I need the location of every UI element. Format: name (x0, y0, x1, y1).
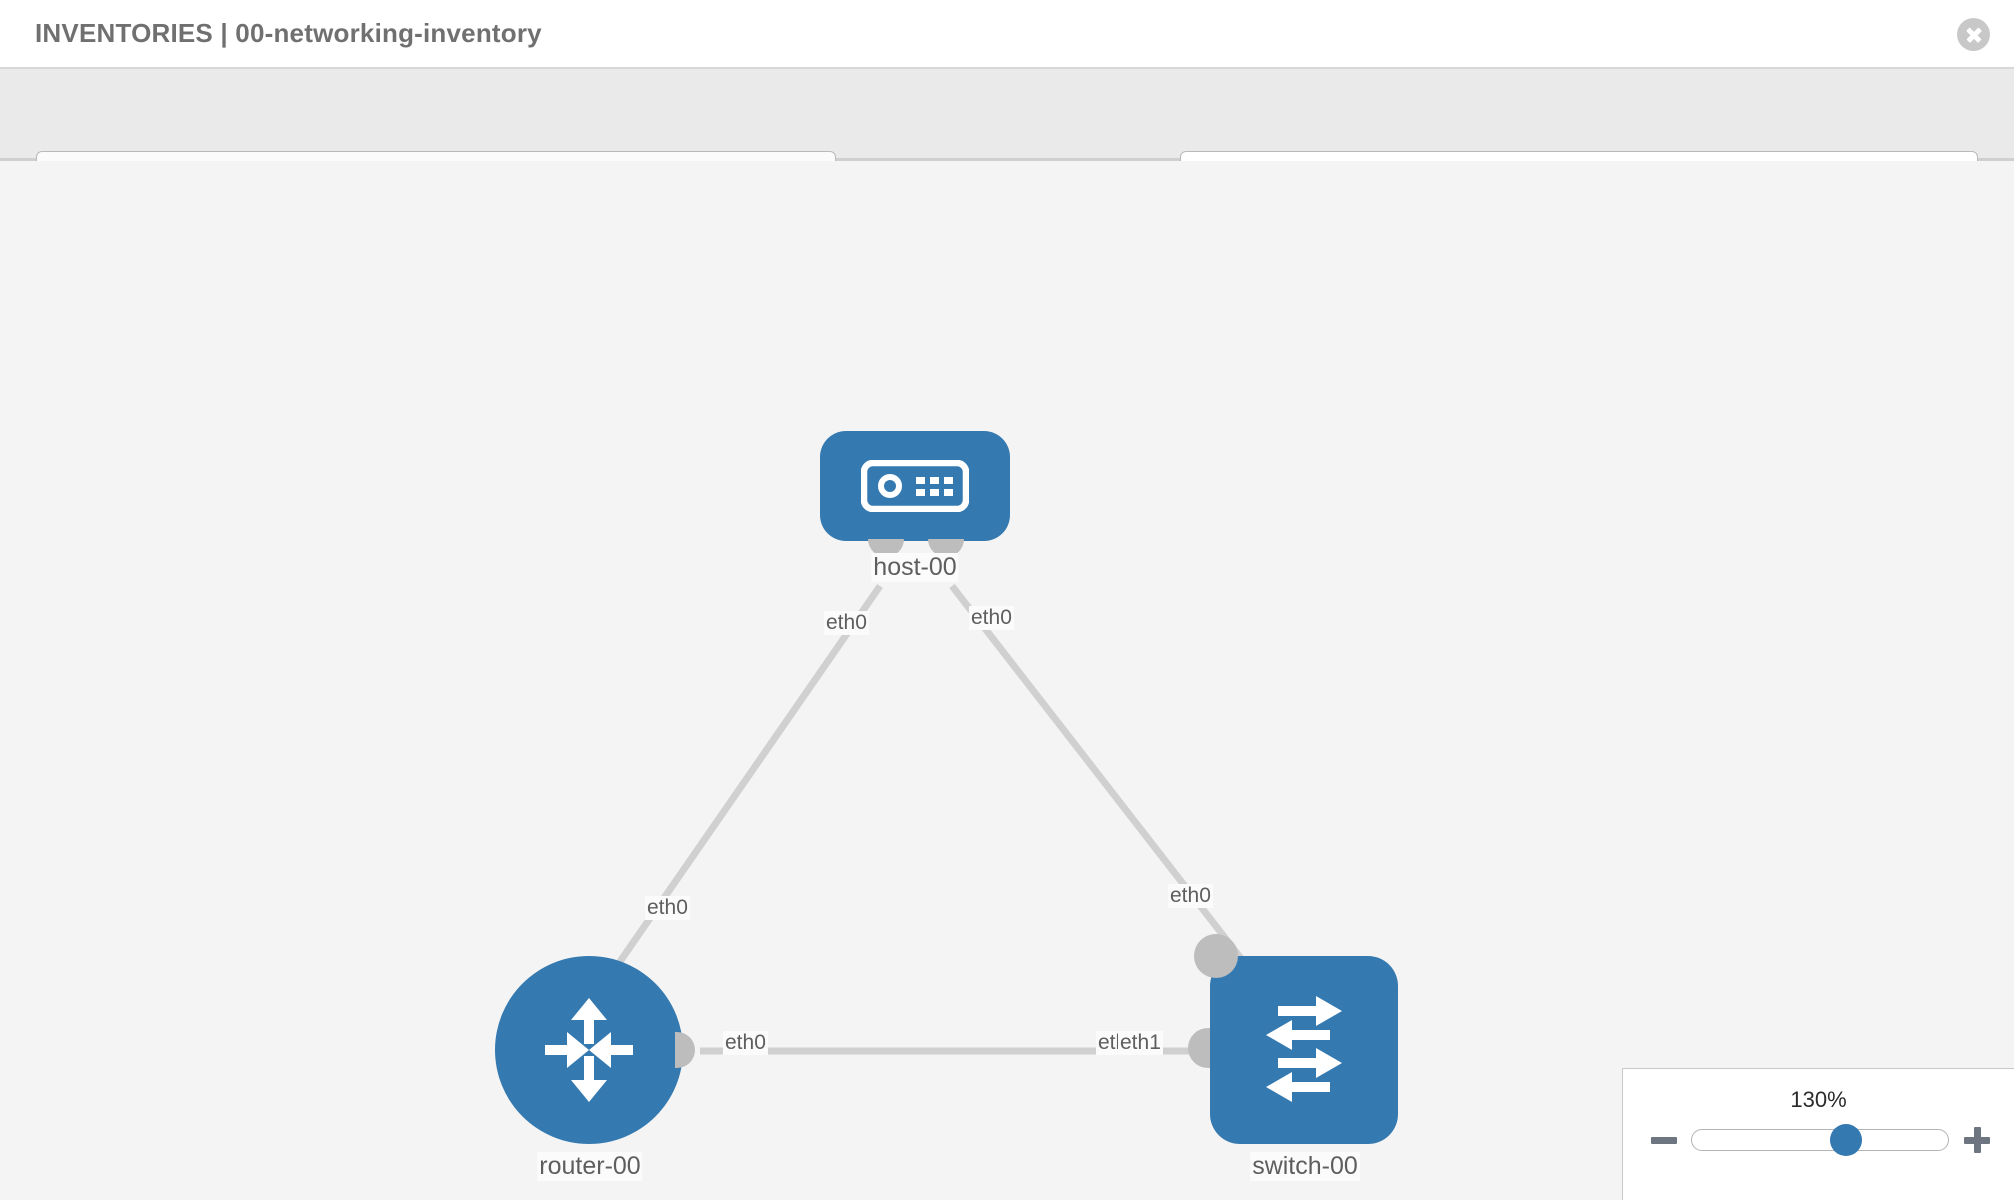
node-label-host-00: host-00 (871, 553, 959, 582)
node-label-router-00: router-00 (537, 1152, 643, 1181)
iface-label-switch-left-eth1: eth1 (1118, 1031, 1163, 1055)
iface-label-host-left: eth0 (824, 611, 869, 635)
iface-label-host-right: eth0 (969, 606, 1014, 630)
toolbar: ACTIONS SEARCH (0, 69, 2014, 204)
node-router-00[interactable]: router-00 (495, 956, 695, 1186)
page-header: INVENTORIES | 00-networking-inventory (0, 0, 2014, 69)
iface-label-router-up: eth0 (645, 896, 690, 920)
host-port-right[interactable] (928, 539, 964, 557)
zoom-slider[interactable] (1691, 1124, 1949, 1156)
router-node-shape[interactable] (495, 956, 683, 1144)
switch-arrows-icon (1266, 996, 1342, 1102)
switch-port-eth1[interactable] (1188, 1028, 1210, 1068)
switch-port-eth0[interactable] (1194, 934, 1238, 978)
zoom-level-value: 130% (1790, 1087, 1847, 1112)
router-port-eth0[interactable] (675, 1032, 695, 1068)
node-switch-00[interactable]: switch-00 (1188, 934, 1400, 1186)
switch-node-shape[interactable] (1210, 956, 1398, 1144)
iface-label-router-right: eth0 (723, 1031, 768, 1055)
close-icon[interactable] (1957, 18, 1990, 51)
page-title: INVENTORIES | 00-networking-inventory (35, 18, 542, 48)
node-label-switch-00: switch-00 (1250, 1152, 1360, 1181)
plus-icon[interactable] (1962, 1125, 1992, 1155)
host-node-shape[interactable] (820, 431, 1010, 541)
zoom-slider-handle[interactable] (1829, 1124, 1862, 1156)
router-arrows-icon (545, 998, 633, 1102)
server-icon (861, 460, 969, 512)
node-host-00[interactable]: host-00 (820, 431, 1010, 631)
topology-canvas[interactable]: host-00 (0, 161, 2014, 1200)
host-port-left[interactable] (868, 539, 904, 557)
topology-links (607, 583, 1246, 1055)
zoom-control: 130% (1622, 1068, 2014, 1200)
minus-icon[interactable] (1649, 1125, 1679, 1155)
iface-label-switch-up: eth0 (1168, 884, 1213, 908)
